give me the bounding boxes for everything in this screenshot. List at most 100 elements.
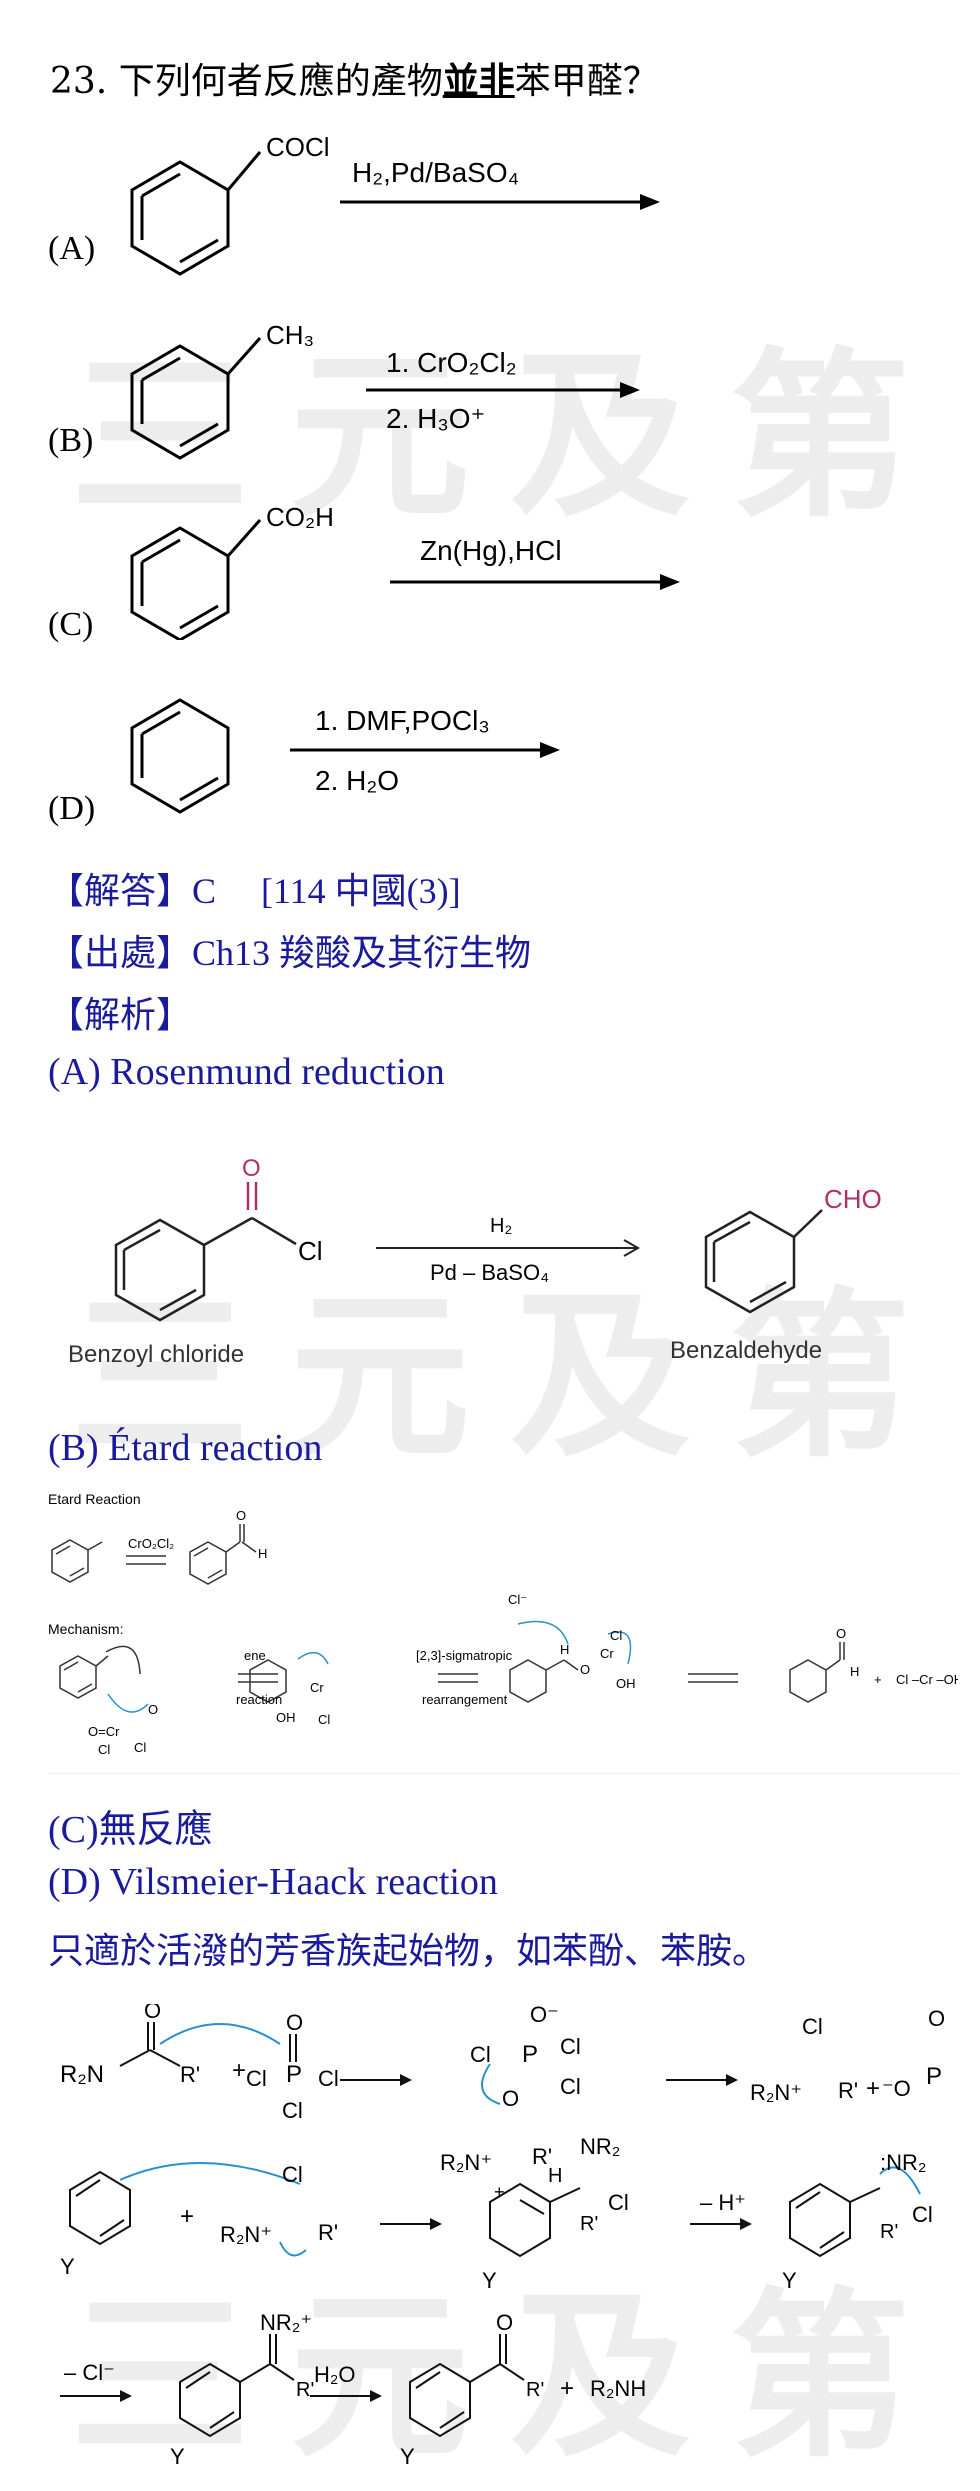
svg-text:+: + (232, 2057, 246, 2084)
svg-text:P: P (522, 2041, 538, 2068)
svg-text:Zn(Hg),HCl: Zn(Hg),HCl (420, 535, 562, 566)
svg-text:Benzaldehyde: Benzaldehyde (670, 1337, 822, 1364)
option-c-label: (C) (48, 606, 94, 643)
svg-text:ene: ene (244, 1648, 266, 1663)
svg-text:reaction: reaction (236, 1692, 282, 1707)
section-a-title: (A) Rosenmund reduction (48, 1051, 445, 1093)
svg-text:R': R' (880, 2221, 898, 2243)
svg-text:OH: OH (616, 1676, 636, 1691)
svg-text:Cr: Cr (600, 1646, 614, 1661)
svg-text:Cl: Cl (318, 1712, 330, 1727)
svg-text:NR₂: NR₂ (580, 2134, 620, 2159)
svg-text:Cl⁻: Cl⁻ (508, 1592, 527, 1607)
svg-text:O⁻: O⁻ (530, 2004, 559, 2027)
option-a-scheme: COCl H₂,Pd/BaSO₄ (130, 132, 660, 276)
svg-text:+: + (874, 1672, 882, 1687)
svg-text:[2,3]-sigmatropic: [2,3]-sigmatropic (416, 1648, 513, 1663)
svg-text:Benzoyl chloride: Benzoyl chloride (68, 1341, 244, 1368)
svg-text:Y: Y (782, 2268, 797, 2293)
svg-text:Y: Y (60, 2254, 75, 2279)
svg-text:H: H (850, 1664, 859, 1679)
svg-text:CHO: CHO (824, 1184, 882, 1214)
svg-text:– Cl⁻: – Cl⁻ (64, 2360, 115, 2385)
svg-text:Cl: Cl (608, 2190, 629, 2215)
svg-text:H₂: H₂ (490, 1215, 512, 1237)
svg-text:R': R' (580, 2213, 598, 2235)
svg-text:O: O (286, 2010, 303, 2035)
analysis-line: 【解析】 (48, 995, 193, 1035)
svg-text:2. H₃O⁺: 2. H₃O⁺ (386, 403, 485, 434)
section-d-note: 只適於活潑的芳香族起始物，如苯酚、苯胺。 (48, 1931, 769, 1971)
svg-text:OH: OH (276, 1710, 296, 1725)
etard-scheme: Etard Reaction CrO₂Cl₂ O H Mechanism: O=… (48, 1491, 958, 1774)
svg-text:Cr: Cr (310, 1680, 324, 1695)
svg-text:+: + (560, 2375, 574, 2402)
watermark: 三元及第 (70, 2273, 951, 2482)
section-c-title: (C)無反應 (48, 1809, 213, 1851)
svg-text:O: O (502, 2086, 519, 2111)
svg-text:H: H (548, 2165, 562, 2187)
svg-text:R₂NH: R₂NH (590, 2376, 646, 2401)
svg-text:– H⁺: – H⁺ (700, 2190, 746, 2215)
emphasis: 並非 (442, 60, 515, 102)
watermark: 三元及第 (70, 1273, 951, 1482)
svg-text:CO₂H: CO₂H (266, 502, 334, 532)
svg-text:2. H₂O: 2. H₂O (315, 765, 399, 796)
answer-line: 【解答】C [114 中國(3)] (48, 871, 461, 911)
svg-text:Cl: Cl (610, 1628, 622, 1643)
svg-text:CH₃: CH₃ (266, 320, 314, 350)
svg-text:O: O (236, 1508, 246, 1523)
option-b-scheme: CH₃ 1. CrO₂Cl₂ 2. H₃O⁺ (130, 320, 640, 460)
watermark: 三元及第 (70, 333, 951, 542)
svg-text:CrO₂Cl₂: CrO₂Cl₂ (128, 1536, 174, 1551)
svg-text:NR₂⁺: NR₂⁺ (260, 2310, 312, 2335)
svg-text:Cl: Cl (912, 2202, 933, 2227)
svg-text:H: H (560, 1642, 569, 1657)
svg-text:O: O (928, 2006, 945, 2031)
section-d-title: (D) Vilsmeier-Haack reaction (48, 1861, 498, 1903)
svg-text:R': R' (532, 2144, 552, 2169)
svg-text:Cl: Cl (560, 2074, 581, 2099)
svg-text::NR₂: :NR₂ (880, 2150, 926, 2175)
svg-text:1. DMF,POCl₃: 1. DMF,POCl₃ (315, 705, 490, 736)
svg-text:O: O (580, 1662, 590, 1677)
option-d-scheme: 1. DMF,POCl₃ 2. H₂O (130, 698, 560, 814)
svg-text:O: O (496, 2310, 513, 2335)
source-line: 【出處】Ch13 羧酸及其衍生物 (48, 933, 532, 973)
svg-text:O=Cr: O=Cr (88, 1724, 120, 1739)
svg-text:O: O (148, 1702, 158, 1717)
vilsmeier-scheme: R₂N O R' + O P Cl Cl Cl O⁻ Cl P Cl Cl O … (60, 2004, 945, 2469)
reagent: H₂,Pd/BaSO₄ (352, 157, 519, 188)
svg-text:Cl: Cl (560, 2034, 581, 2059)
svg-text:Y: Y (482, 2268, 497, 2293)
option-c-scheme: CO₂H Zn(Hg),HCl (130, 502, 680, 640)
svg-text:1. CrO₂Cl₂: 1. CrO₂Cl₂ (386, 347, 517, 378)
svg-text:Y: Y (400, 2444, 415, 2469)
svg-text:P: P (926, 2063, 942, 2090)
svg-text:Cl: Cl (282, 2162, 303, 2187)
question-title: 23. 下列何者反應的產物並非苯甲醛？ (50, 60, 659, 102)
substituent: COCl (266, 132, 330, 162)
svg-text:H: H (258, 1546, 267, 1561)
svg-text:Cl: Cl (298, 1236, 323, 1266)
svg-text:Cl: Cl (134, 1740, 146, 1755)
svg-text:R': R' (838, 2078, 858, 2103)
svg-text:R': R' (180, 2062, 200, 2087)
option-b-label: (B) (48, 422, 94, 459)
option-a-label: (A) (48, 230, 96, 267)
svg-text:R₂N⁺: R₂N⁺ (440, 2150, 492, 2175)
svg-text:+: + (494, 2182, 505, 2202)
svg-text:R': R' (526, 2379, 544, 2401)
svg-text:Cl: Cl (246, 2066, 267, 2091)
option-d-label: (D) (48, 790, 96, 827)
svg-text:R₂N⁺: R₂N⁺ (220, 2222, 272, 2247)
svg-text:R': R' (318, 2220, 338, 2245)
rosenmund-scheme: O Cl H₂ Pd – BaSO₄ CHO Benzoyl chloride … (68, 1155, 882, 1368)
svg-text:O: O (836, 1626, 846, 1641)
svg-text:O: O (144, 2004, 161, 2023)
svg-text:+: + (180, 2203, 194, 2230)
svg-text:O: O (242, 1155, 261, 1182)
svg-text:+: + (866, 2075, 880, 2102)
svg-text:Cl: Cl (282, 2098, 303, 2123)
svg-text:Cl: Cl (802, 2014, 823, 2039)
